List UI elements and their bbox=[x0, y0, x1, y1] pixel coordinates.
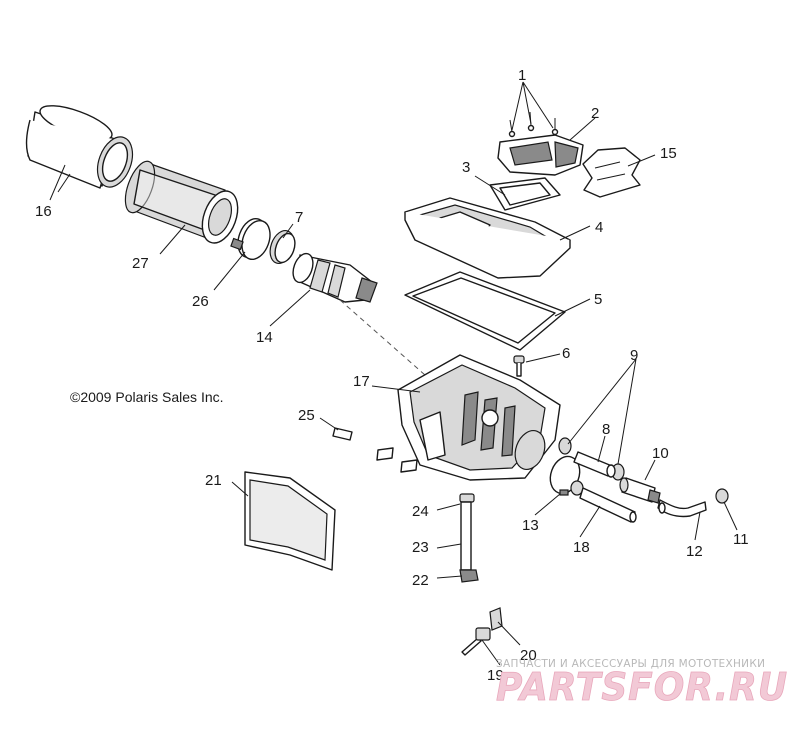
part-7-ring[interactable] bbox=[266, 227, 299, 266]
callout-21: 21 bbox=[205, 472, 222, 489]
callout-9: 9 bbox=[630, 347, 638, 364]
part-22-clamp[interactable] bbox=[459, 569, 479, 583]
watermark-logo: PARTSFOR.RU bbox=[496, 665, 788, 709]
leader-lines bbox=[49, 81, 738, 666]
part-11-clamp[interactable] bbox=[715, 488, 729, 504]
callout-7: 7 bbox=[295, 209, 303, 226]
part-19-fastener-pin[interactable] bbox=[461, 627, 491, 656]
part-12-breather-hose[interactable] bbox=[657, 499, 707, 518]
callout-17: 17 bbox=[353, 373, 370, 390]
part-23-drain-tube[interactable] bbox=[460, 501, 472, 571]
callout-27: 27 bbox=[132, 255, 149, 272]
callout-25: 25 bbox=[298, 407, 315, 424]
callout-12: 12 bbox=[686, 543, 703, 560]
watermark-tagline: ЗАПЧАСТИ И АКСЕССУАРЫ ДЛЯ МОТОТЕХНИКИ bbox=[496, 658, 765, 670]
callout-4: 4 bbox=[595, 219, 603, 236]
callout-8: 8 bbox=[602, 421, 610, 438]
callout-19: 19 bbox=[487, 667, 504, 684]
part-25-hose-clips[interactable] bbox=[332, 427, 418, 473]
part-2-snorkel-cover[interactable] bbox=[497, 134, 584, 176]
callout-23: 23 bbox=[412, 539, 429, 556]
part-5-lid-gasket[interactable] bbox=[404, 271, 566, 351]
callout-1: 1 bbox=[518, 67, 526, 84]
callout-labels: 1 2 3 15 4 5 6 7 16 27 26 14 17 9 25 8 1… bbox=[35, 67, 749, 684]
callout-10: 10 bbox=[652, 445, 669, 462]
part-26-clamp[interactable] bbox=[230, 215, 275, 263]
callout-18: 18 bbox=[573, 539, 590, 556]
callout-3: 3 bbox=[462, 159, 470, 176]
part-27-filter-element[interactable] bbox=[119, 158, 244, 248]
callout-22: 22 bbox=[412, 572, 429, 589]
callout-5: 5 bbox=[594, 291, 602, 308]
callout-13: 13 bbox=[522, 517, 539, 534]
alignment-line bbox=[339, 299, 426, 376]
part-10-breather-valve[interactable] bbox=[619, 477, 661, 504]
part-24-cap[interactable] bbox=[459, 493, 475, 503]
callout-26: 26 bbox=[192, 293, 209, 310]
watermark: ЗАПЧАСТИ И АКСЕССУАРЫ ДЛЯ МОТОТЕХНИКИ PA… bbox=[496, 658, 788, 709]
part-21-filter-screen[interactable] bbox=[244, 471, 336, 571]
callout-24: 24 bbox=[412, 503, 429, 520]
part-14-intake-boot[interactable] bbox=[289, 251, 378, 303]
part-16-filter-sleeve[interactable] bbox=[25, 99, 139, 192]
part-15-gasket-sheet[interactable] bbox=[582, 147, 641, 198]
callout-20: 20 bbox=[520, 647, 537, 664]
callout-6: 6 bbox=[562, 345, 570, 362]
callout-16: 16 bbox=[35, 203, 52, 220]
part-6-bolt[interactable] bbox=[513, 355, 525, 377]
callout-2: 2 bbox=[591, 105, 599, 122]
callout-15: 15 bbox=[660, 145, 677, 162]
part-3-seal-plate[interactable] bbox=[489, 177, 561, 211]
copyright-notice: ©2009 Polaris Sales Inc. bbox=[70, 389, 224, 405]
callout-11: 11 bbox=[733, 531, 749, 548]
part-18-drain-hose[interactable] bbox=[570, 480, 637, 523]
part-17-airbox-base[interactable] bbox=[397, 354, 561, 481]
part-20-bracket[interactable] bbox=[489, 607, 503, 631]
part-4-airbox-lid[interactable] bbox=[404, 197, 571, 279]
part-8-hose[interactable] bbox=[573, 451, 616, 478]
callout-14: 14 bbox=[256, 329, 273, 346]
